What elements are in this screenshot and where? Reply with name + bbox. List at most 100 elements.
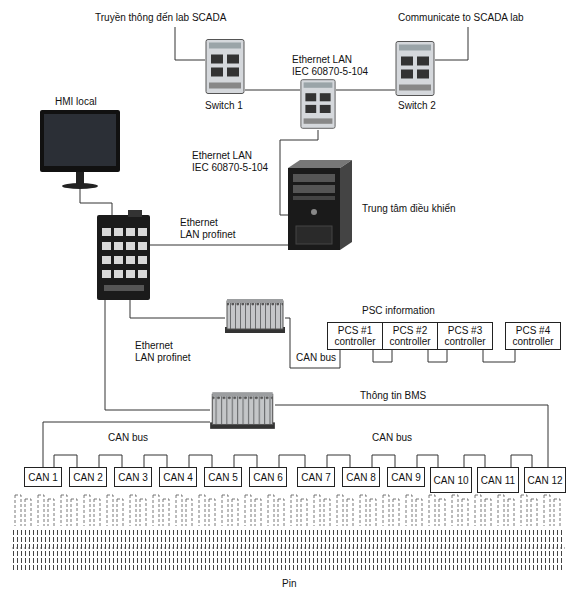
can-box: CAN 12 [524, 467, 566, 493]
can-box: CAN 2 [69, 467, 107, 487]
can-bus-link [372, 455, 395, 467]
label-text: Communicate to SCADA lab [398, 12, 524, 24]
pc-front [288, 168, 340, 250]
switch-bracket [128, 210, 142, 217]
switch-icon [301, 80, 335, 129]
can-bus-link [373, 350, 392, 362]
pc-side [340, 160, 352, 250]
label-text: Ethernet LAN IEC 60870-5-104 [192, 150, 270, 173]
switch-ports [102, 228, 147, 278]
box-text: CAN 1 [28, 472, 57, 483]
monitor-neck [76, 172, 84, 184]
switch-icon [396, 42, 434, 96]
box-text: PCS #2 controller [383, 325, 437, 347]
box-text: CAN 5 [208, 472, 237, 483]
battery-wiring [12, 492, 565, 528]
network-wire [150, 245, 288, 246]
box-text: CAN 2 [73, 472, 102, 483]
can-box: CAN 6 [249, 467, 287, 487]
network-wire [245, 90, 300, 91]
can-bus-link [511, 455, 532, 467]
terminal-block [210, 392, 275, 429]
monitor-frame [40, 110, 120, 172]
switch-icon [206, 40, 244, 94]
box-text: CAN 6 [253, 472, 282, 483]
pc-drive-bay [293, 185, 335, 193]
monitor-screen [44, 114, 116, 166]
controller-box: PCS #1 controller [327, 322, 383, 350]
can-box: CAN 4 [159, 467, 197, 487]
pc-vent [296, 226, 332, 244]
can-bus-link [464, 455, 485, 467]
network-wire [130, 300, 225, 318]
battery-racks [12, 492, 565, 570]
can-box: CAN 8 [342, 467, 380, 487]
battery-cells [12, 530, 565, 570]
label-text: CAN bus [296, 352, 336, 364]
can-bus-link [279, 455, 305, 467]
can-box: CAN 9 [387, 467, 425, 487]
pc-drive-bay [293, 196, 335, 200]
box-text: CAN 11 [481, 475, 515, 486]
label-text: Ethernet LAN profinet [180, 217, 237, 240]
box-text: PCS #4 controller [506, 325, 560, 347]
can-bus-link [189, 455, 212, 467]
label-text: Trung tâm điều khiển [362, 203, 456, 215]
label-text: Switch 2 [398, 100, 436, 112]
monitor-base [62, 183, 98, 189]
can-bus-wire [43, 422, 210, 467]
label-text: Thông tin BMS [360, 390, 426, 402]
network-wire [105, 300, 210, 410]
network-wire [435, 27, 468, 60]
can-bus-link [144, 455, 167, 467]
network-wire [280, 130, 318, 215]
label-text: Ethernet LAN profinet [135, 340, 192, 363]
pc-drive-bay [293, 174, 335, 182]
switch-leds [104, 285, 144, 291]
network-wire [336, 90, 395, 91]
can-box: CAN 3 [114, 467, 152, 487]
box-text: CAN 10 [433, 475, 468, 486]
can-bus-link [99, 455, 122, 467]
network-wire [80, 189, 112, 215]
label-text: CAN bus [372, 432, 412, 444]
can-bus-wire [275, 405, 548, 467]
box-text: CAN 4 [163, 472, 192, 483]
can-bus-link [483, 350, 515, 362]
can-bus-link [327, 455, 350, 467]
can-bus-link [428, 350, 447, 362]
label-text: HMI local [55, 96, 97, 108]
can-box: CAN 11 [477, 467, 519, 493]
can-box: CAN 7 [297, 467, 335, 487]
can-box: CAN 1 [24, 467, 62, 487]
can-box: CAN 10 [430, 467, 472, 493]
controller-box: PCS #4 controller [505, 322, 561, 350]
controller-box: PCS #2 controller [382, 322, 438, 350]
box-text: PCS #1 controller [328, 325, 382, 347]
can-bus-link [417, 455, 438, 467]
box-text: CAN 9 [391, 472, 420, 483]
industrial-switch [97, 215, 150, 300]
box-text: CAN 8 [346, 472, 375, 483]
label-text: PSC information [362, 305, 435, 317]
box-text: CAN 3 [118, 472, 147, 483]
can-box: CAN 5 [204, 467, 242, 487]
pc-power-button [311, 209, 317, 215]
label-text: Ethernet LAN IEC 60870-5-104 [292, 54, 370, 77]
can-bus-link [54, 455, 77, 467]
label-text: Pin [282, 578, 296, 590]
terminal-block [225, 299, 285, 333]
label-text: Switch 1 [205, 100, 243, 112]
battery-row [12, 548, 565, 549]
network-wire [175, 27, 205, 60]
network-wire [43, 27, 548, 467]
box-text: CAN 12 [527, 475, 562, 486]
label-text: Truyền thông đến lab SCADA [95, 12, 226, 24]
box-text: CAN 7 [301, 472, 330, 483]
controller-box: PCS #3 controller [437, 322, 493, 350]
label-text: CAN bus [108, 432, 148, 444]
can-bus-link [234, 455, 257, 467]
